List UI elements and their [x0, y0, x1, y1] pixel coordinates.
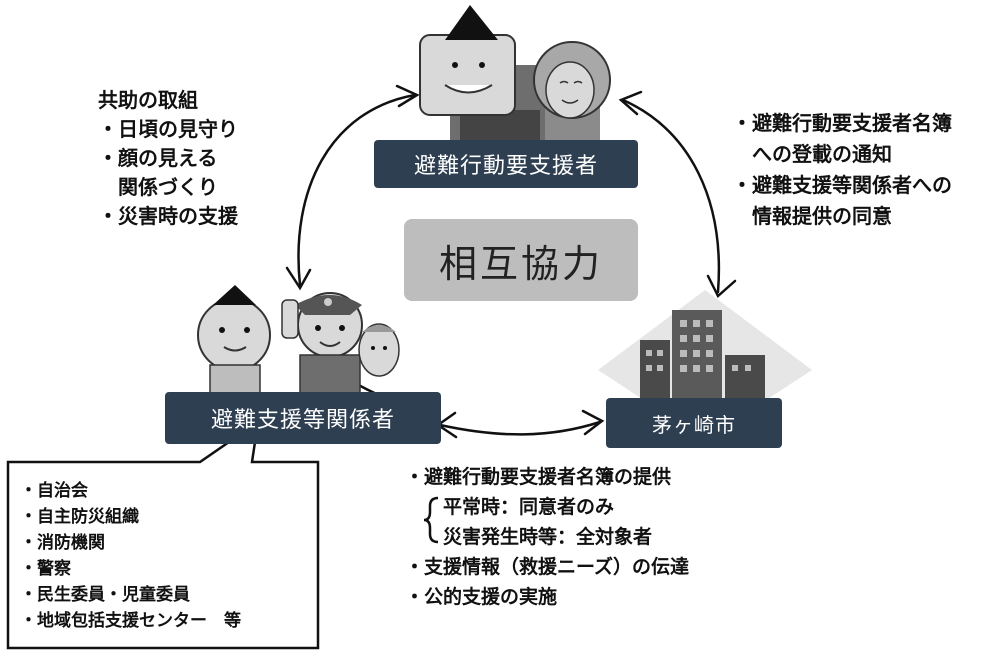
supporters-illustration: [197, 285, 400, 394]
arrowhead-supporters: [285, 266, 312, 291]
arrowhead-people: [395, 84, 420, 108]
arc-people-to-city: [621, 98, 721, 294]
organizations-list: ・自治会 ・自主防災組織 ・消防機関 ・警察 ・民生委員・児童委員 ・地域包括支…: [20, 478, 241, 634]
center-mutual-cooperation: 相互協力: [404, 219, 638, 301]
node-city: 茅ヶ崎市: [606, 398, 782, 448]
node-people-needing-help: 避難行動要支援者: [374, 140, 638, 188]
organization-item: ・警察: [20, 559, 71, 579]
elderly-couple-illustration: [419, 5, 611, 150]
note-city-provision: ・避難行動要支援者名簿の提供 平常時：同意者のみ 災害発生時等：全対象者 ・支援…: [405, 462, 689, 612]
organization-item: ・自治会: [20, 481, 88, 501]
note-city-provision-item: ・支援情報（救援ニーズ）の伝達: [405, 556, 690, 578]
note-mutual-aid-item: 関係づくり: [118, 175, 218, 199]
arc-city-to-supporters: [438, 420, 602, 436]
brace-mark: [423, 496, 439, 544]
note-mutual-aid-title: 共助の取組: [98, 88, 198, 112]
organization-item: ・民生委員・児童委員: [20, 585, 190, 605]
note-registration-item: ・避難行動要支援者名簿: [732, 111, 952, 135]
arrowhead-city-left: [581, 409, 605, 436]
note-mutual-aid-item: ・日頃の見守り: [98, 117, 238, 141]
note-city-provision-item: ・避難行動要支援者名簿の提供: [405, 466, 672, 488]
organization-item: ・地域包括支援センター 等: [20, 611, 241, 631]
note-registration-item: 情報提供の同意: [752, 204, 892, 228]
organization-item: ・消防機関: [20, 533, 105, 553]
organizations-callout: [6, 419, 320, 650]
note-registration-item: への登載の通知: [752, 142, 892, 166]
note-city-provision-sub: 平常時：同意者のみ: [443, 496, 615, 518]
note-mutual-aid: 共助の取組 ・日頃の見守り ・顔の見える 関係づくり ・災害時の支援: [98, 86, 238, 231]
note-mutual-aid-item: ・顔の見える: [98, 146, 218, 170]
note-registration-item: ・避難支援等関係者への: [732, 173, 952, 197]
organization-item: ・自主防災組織: [20, 507, 139, 527]
arc-supporters-to-people: [297, 93, 417, 287]
arrowhead-people-right: [618, 90, 643, 116]
note-city-provision-sub: 災害発生時等：全対象者: [443, 526, 653, 548]
note-mutual-aid-item: ・災害時の支援: [98, 204, 238, 228]
node-supporters: 避難支援等関係者: [165, 392, 441, 444]
note-city-provision-item: ・公的支援の実施: [405, 586, 558, 608]
arrowhead-city-top: [706, 274, 737, 299]
note-registration: ・避難行動要支援者名簿 への登載の通知 ・避難支援等関係者への 情報提供の同意: [732, 108, 952, 232]
